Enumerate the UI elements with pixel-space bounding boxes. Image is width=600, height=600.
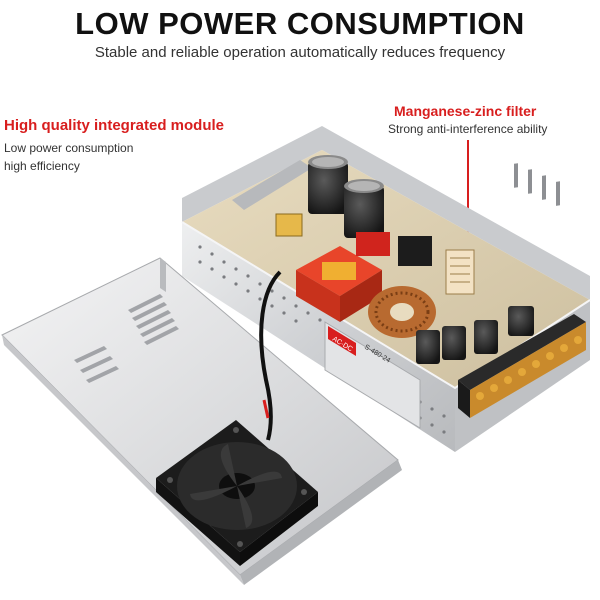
chassis-back-slots xyxy=(514,163,560,206)
toroidal-inductor xyxy=(368,286,436,338)
manganese-zinc-filter xyxy=(445,249,475,295)
lid-vent-slots xyxy=(74,294,179,383)
terminal-block xyxy=(458,314,586,418)
black-component xyxy=(398,236,432,266)
filter-callout-heading: Manganese-zinc filter xyxy=(394,103,537,119)
terminal-screws xyxy=(476,336,582,400)
product-label xyxy=(324,321,421,429)
module-callout-heading: High quality integrated module xyxy=(4,117,225,134)
fan-cable xyxy=(259,270,282,441)
electrolytic-capacitor xyxy=(308,155,348,214)
module-callout-line-1: Low power consumption xyxy=(4,141,134,155)
module-callout-line-2: high efficiency xyxy=(4,159,80,173)
output-capacitors xyxy=(416,306,534,364)
fan-cable-red-wire xyxy=(262,399,270,419)
electrolytic-capacitor xyxy=(344,179,384,238)
cooling-fan xyxy=(156,420,318,566)
small-transformer xyxy=(275,213,303,237)
heat-sink xyxy=(232,160,312,210)
red-relay xyxy=(356,232,390,256)
headline-title: LOW POWER CONSUMPTION xyxy=(75,6,525,41)
main-transformer xyxy=(296,246,382,322)
headline-subtitle: Stable and reliable operation automatica… xyxy=(94,44,506,61)
chassis-vent-holes xyxy=(198,245,446,434)
filter-callout-line: Strong anti-interference ability xyxy=(388,122,548,136)
